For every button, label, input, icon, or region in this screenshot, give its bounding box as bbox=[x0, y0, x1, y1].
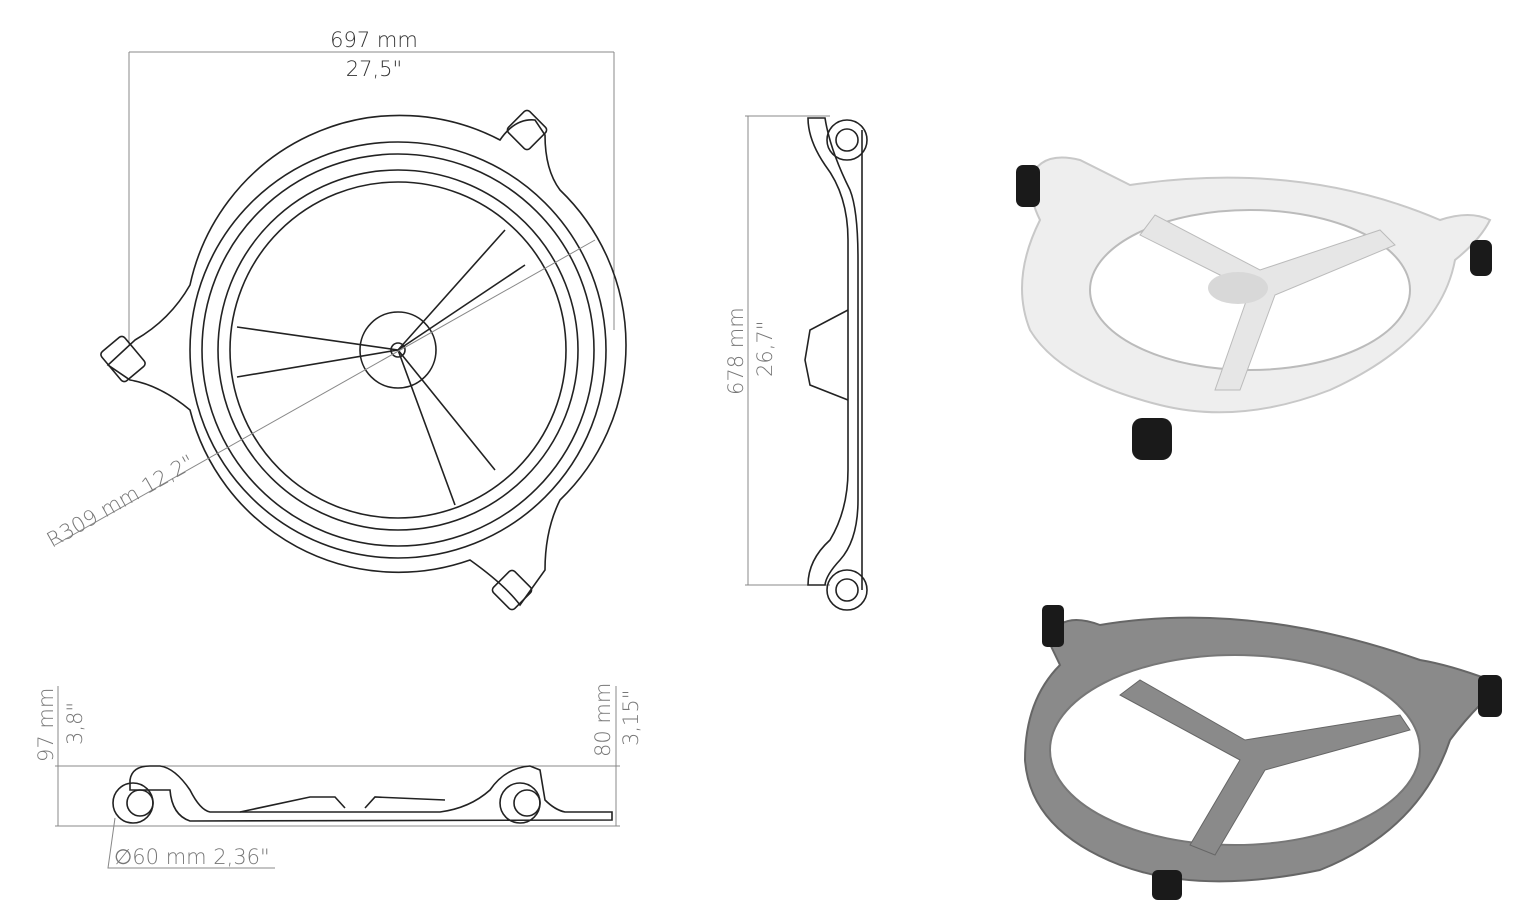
base-outline bbox=[106, 114, 627, 607]
side-view: 678 mm 26,7" bbox=[724, 115, 868, 611]
wheel-bottom bbox=[826, 569, 868, 611]
height-max-in-label: 3,8" bbox=[63, 702, 87, 745]
caster-left bbox=[100, 335, 146, 383]
top-view: 697 mm 27,5" R309 mm 12,2" bbox=[43, 28, 627, 611]
wheel-top bbox=[826, 119, 868, 161]
solid-spokes bbox=[1139, 214, 1396, 391]
radius-line bbox=[54, 239, 596, 546]
height-rear-in-label: 3,15" bbox=[619, 690, 643, 746]
front-view: 97 mm 3,8" 80 mm 3,15" ∅60 mm 2,36" bbox=[34, 683, 643, 869]
spokes bbox=[236, 229, 526, 506]
side-profile bbox=[807, 117, 859, 586]
width-in-label: 27,5" bbox=[346, 57, 402, 81]
lattice-spokes bbox=[1119, 679, 1411, 856]
front-profile bbox=[129, 765, 613, 822]
wheel-left bbox=[112, 782, 154, 824]
wheel-right bbox=[499, 782, 541, 824]
width-mm-label: 697 mm bbox=[330, 28, 418, 52]
wheel-diameter-label: ∅60 mm 2,36" bbox=[114, 845, 270, 869]
caster-bottom bbox=[491, 569, 533, 611]
depth-in-label: 26,7" bbox=[753, 321, 777, 377]
radius-label: R309 mm 12,2" bbox=[43, 450, 199, 552]
depth-mm-label: 678 mm bbox=[724, 307, 748, 395]
height-max-mm-label: 97 mm bbox=[34, 688, 58, 762]
solid-wheel bbox=[1016, 165, 1040, 207]
render-solid bbox=[1016, 156, 1492, 460]
height-rear-mm-label: 80 mm bbox=[591, 683, 615, 757]
render-lattice bbox=[1023, 605, 1502, 900]
caster-top bbox=[506, 109, 548, 151]
